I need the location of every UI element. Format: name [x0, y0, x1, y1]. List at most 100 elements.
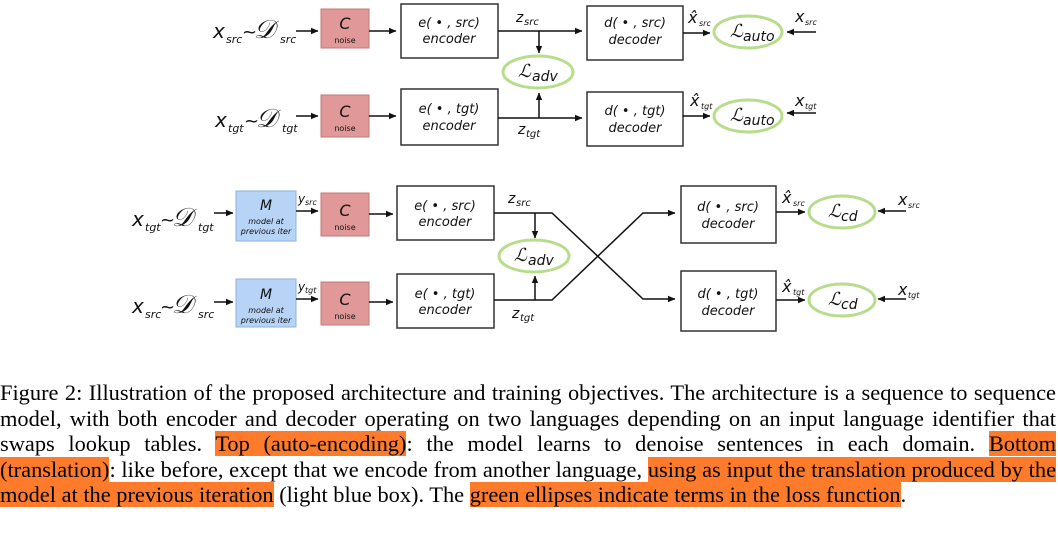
- target-label-tgt: x tgt: [897, 280, 920, 300]
- svg-text:src: src: [699, 19, 711, 28]
- svg-text:z: z: [507, 191, 516, 207]
- svg-text:tgt: tgt: [145, 221, 161, 234]
- svg-text:noise: noise: [334, 36, 355, 45]
- svg-text:M: M: [260, 287, 272, 303]
- svg-text:auto: auto: [743, 113, 775, 129]
- bottom-diagram: x tgt ~ 𝒟 tgt M model at previous iter y…: [131, 185, 920, 332]
- svg-text:noise: noise: [334, 124, 355, 133]
- svg-text:~: ~: [160, 297, 175, 318]
- svg-text:tgt: tgt: [198, 221, 214, 234]
- svg-text:src: src: [805, 18, 817, 27]
- encoder-tgt-box: e( • , tgt) encoder: [400, 88, 499, 146]
- top-diagram: x src ~ 𝒟 src C noise e( • , src) encode…: [212, 3, 817, 147]
- svg-text:~: ~: [244, 111, 259, 132]
- svg-text:d( • , tgt): d( • , tgt): [604, 104, 665, 119]
- svg-text:~: ~: [160, 210, 175, 231]
- svg-text:x: x: [131, 294, 144, 318]
- loss-auto-ellipse: ℒ auto: [712, 98, 784, 134]
- caption-text: : the model learns to denoise sentences …: [406, 431, 989, 457]
- svg-text:x: x: [131, 207, 144, 231]
- svg-text:tgt: tgt: [908, 291, 920, 300]
- svg-text:x: x: [794, 7, 805, 26]
- figure-caption: Figure 2: Illustration of the proposed a…: [0, 380, 1057, 508]
- svg-text:ℒ: ℒ: [514, 245, 528, 266]
- svg-text:tgt: tgt: [805, 102, 817, 111]
- svg-text:𝒟: 𝒟: [256, 104, 281, 134]
- svg-text:𝒟: 𝒟: [254, 15, 279, 45]
- svg-text:tgt: tgt: [305, 286, 317, 295]
- svg-text:encoder: encoder: [419, 303, 474, 318]
- loss-adv-ellipse: ℒ adv: [501, 54, 575, 90]
- decoder-tgt-box: d( • , tgt) decoder: [586, 91, 684, 147]
- svg-text:~: ~: [242, 22, 257, 43]
- svg-text:ℒ: ℒ: [828, 201, 842, 222]
- loss-auto-ellipse: ℒ auto: [712, 14, 784, 50]
- svg-text:src: src: [280, 33, 296, 46]
- noise-box: C noise: [320, 192, 370, 237]
- svg-text:d( • , tgt): d( • , tgt): [697, 287, 758, 302]
- svg-text:src: src: [145, 308, 161, 321]
- translation-label-tgt: y tgt: [297, 280, 317, 295]
- svg-text:e( • , tgt): e( • , tgt): [415, 287, 476, 302]
- architecture-diagram: x src ~ 𝒟 src C noise e( • , src) encode…: [131, 3, 920, 332]
- svg-text:M: M: [260, 198, 272, 214]
- svg-text:tgt: tgt: [520, 313, 535, 324]
- latent-label-tgt: z tgt: [517, 122, 541, 140]
- svg-text:cd: cd: [841, 297, 858, 313]
- svg-text:src: src: [226, 33, 242, 46]
- loss-adv-ellipse: ℒ adv: [497, 238, 571, 274]
- svg-text:src: src: [524, 17, 539, 28]
- svg-text:encoder: encoder: [423, 119, 478, 134]
- svg-text:noise: noise: [334, 223, 355, 232]
- svg-text:decoder: decoder: [609, 121, 664, 136]
- caption-text: Figure 2: Illustration of the proposed a…: [0, 380, 1056, 457]
- svg-text:src: src: [793, 199, 805, 208]
- svg-text:d( • , src): d( • , src): [604, 16, 666, 31]
- latent-label-tgt: z tgt: [511, 306, 535, 324]
- previous-model-box: M model at previous iter: [235, 278, 297, 328]
- svg-text:cd: cd: [841, 209, 858, 225]
- input-label-tgt: x tgt ~ 𝒟 tgt: [214, 104, 298, 135]
- svg-text:d( • , src): d( • , src): [697, 200, 759, 215]
- decoder-src-box: d( • , src) decoder: [680, 185, 777, 244]
- highlight-top: Top (auto-encoding): [215, 431, 407, 457]
- decoder-tgt-box: d( • , tgt) decoder: [680, 270, 777, 332]
- reconstruction-label-tgt: x̂ tgt: [689, 91, 713, 111]
- encoder-src-box: e( • , src) encoder: [396, 185, 495, 241]
- svg-text:adv: adv: [532, 69, 558, 85]
- svg-text:C: C: [339, 14, 351, 33]
- noise-box: C noise: [320, 8, 370, 49]
- svg-text:src: src: [198, 308, 214, 321]
- svg-text:decoder: decoder: [702, 217, 757, 232]
- caption-text: : like before, except that we encode fro…: [109, 456, 648, 482]
- reconstruction-label-src: x̂ src: [687, 8, 711, 28]
- encoder-tgt-box: e( • , tgt) encoder: [396, 273, 495, 329]
- svg-text:tgt: tgt: [282, 122, 298, 135]
- svg-text:e( • , src): e( • , src): [418, 16, 480, 31]
- svg-text:z: z: [515, 10, 524, 26]
- svg-text:model at: model at: [248, 306, 284, 315]
- svg-text:ℒ: ℒ: [518, 61, 532, 82]
- svg-text:x: x: [212, 19, 225, 43]
- latent-label-src: z src: [507, 191, 531, 209]
- loss-cd-ellipse: ℒ cd: [807, 282, 877, 318]
- svg-text:x̂: x̂: [689, 91, 700, 110]
- svg-text:x: x: [794, 91, 805, 110]
- svg-text:src: src: [516, 198, 531, 209]
- svg-text:x: x: [897, 190, 908, 209]
- svg-text:tgt: tgt: [526, 129, 541, 140]
- svg-text:x: x: [897, 280, 908, 299]
- svg-text:previous iter: previous iter: [240, 316, 292, 325]
- caption-text: .: [900, 482, 907, 508]
- input-label-src: x src ~ 𝒟 src: [131, 290, 214, 321]
- decoder-src-box: d( • , src) decoder: [586, 5, 684, 61]
- target-label-tgt: x tgt: [794, 91, 817, 111]
- svg-text:ℒ: ℒ: [730, 21, 744, 42]
- svg-text:x̂: x̂: [781, 277, 792, 296]
- input-label-tgt: x tgt ~ 𝒟 tgt: [131, 203, 214, 234]
- caption-text: (light blue box). The: [273, 482, 470, 508]
- svg-text:ℒ: ℒ: [730, 105, 744, 126]
- svg-text:tgt: tgt: [701, 102, 713, 111]
- svg-text:noise: noise: [334, 312, 355, 321]
- svg-text:x̂: x̂: [687, 8, 698, 27]
